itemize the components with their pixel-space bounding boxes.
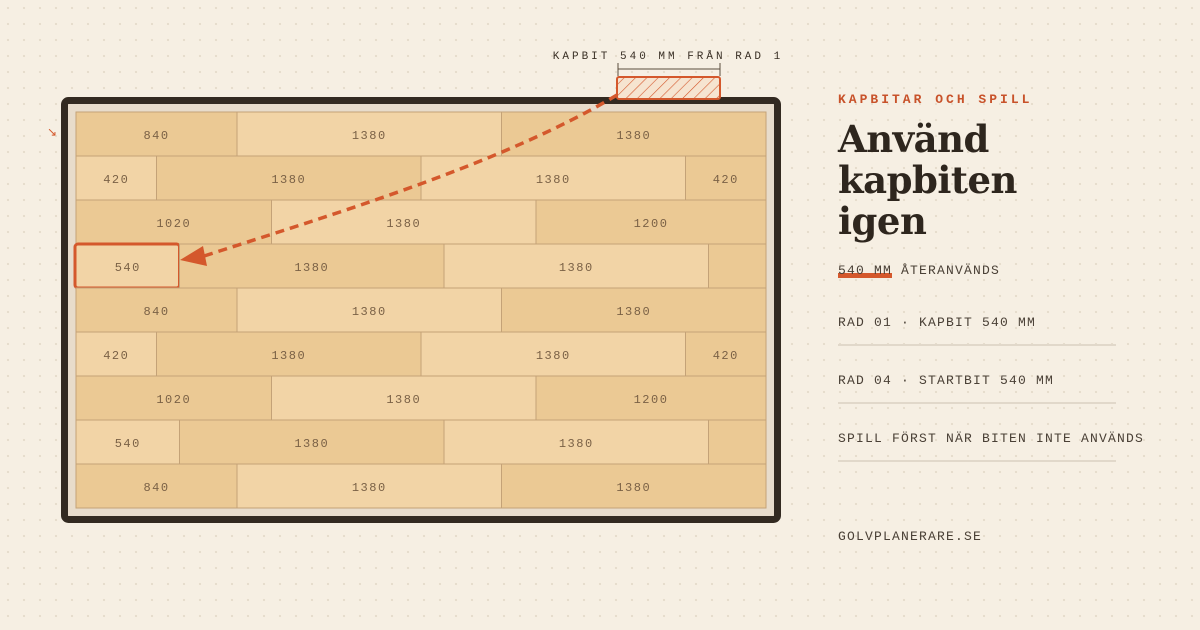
plank	[156, 331, 422, 377]
plank-length-label: 420	[103, 173, 129, 187]
plank-length-label: 1380	[616, 305, 651, 319]
plank-rows: 840 1380 1380 420 1380 1380 420 1020 1380 1200 540…	[73, 111, 767, 509]
row-marker-icon: ↘	[47, 125, 57, 139]
plank-length-label: 1380	[616, 481, 651, 495]
plank	[501, 287, 767, 333]
plank-length-label: 1380	[559, 261, 594, 275]
title-line-2: igen	[838, 199, 927, 243]
plank-length-label: 540	[115, 437, 141, 451]
plank	[685, 155, 767, 201]
plank	[535, 375, 767, 421]
plank-length-label: 1380	[352, 481, 387, 495]
info-panel: KAPBITAR OCH SPILL Använd kapbiten igen …	[838, 92, 1168, 462]
plank	[75, 375, 272, 421]
plank-length-label: 1200	[634, 393, 669, 407]
plank-length-label: 1380	[536, 349, 571, 363]
plank	[271, 199, 537, 245]
plank-length-label: 1380	[294, 261, 329, 275]
list-item: SPILL FÖRST NÄR BITEN INTE ANVÄNDS	[838, 431, 1145, 446]
plank-length-label: 1380	[294, 437, 329, 451]
plank	[535, 199, 767, 245]
plank-length-label: 420	[713, 173, 739, 187]
plank-length-label: 1380	[386, 217, 421, 231]
accent-bar	[838, 273, 892, 278]
plank-length-label: 840	[143, 305, 169, 319]
plank-length-label: 840	[143, 481, 169, 495]
plank-length-label: 1380	[559, 437, 594, 451]
cut-piece-hatched	[616, 76, 721, 100]
plank	[708, 243, 767, 289]
plank-length-label: 1380	[536, 173, 571, 187]
plank-length-label: 1380	[352, 129, 387, 143]
floor-plan-diagram: 840 1380 1380 420 1380 1380 420 1020 1380 1200 540…	[47, 50, 783, 523]
divider	[838, 402, 1116, 404]
cut-piece-label: KAPBIT 540 MM FRÅN RAD 1	[553, 50, 783, 63]
site-url: GOLVPLANERARE.SE	[838, 529, 983, 544]
plank-length-label: 1200	[634, 217, 669, 231]
plank	[75, 199, 272, 245]
plank	[75, 463, 238, 509]
divider	[838, 344, 1116, 346]
plank-length-label: 540	[115, 261, 141, 275]
reuse-stat: 540 MM ÅTERANVÄNDS	[838, 263, 1001, 278]
reuse-arrow-head	[180, 246, 207, 266]
title-line-1: Använd kapbiten	[838, 117, 1017, 202]
plank	[236, 287, 502, 333]
plank	[236, 463, 502, 509]
plank-length-label: 1380	[616, 129, 651, 143]
plank-length-label: 1020	[156, 393, 191, 407]
plank	[420, 331, 686, 377]
plank	[708, 419, 767, 465]
plank	[685, 331, 767, 377]
reuse-arrow-path	[197, 93, 618, 260]
plank-length-label: 420	[103, 349, 129, 363]
plank-length-label: 840	[143, 129, 169, 143]
cut-piece: KAPBIT 540 MM FRÅN RAD 1	[553, 50, 783, 100]
plank	[75, 111, 238, 157]
plank	[443, 419, 709, 465]
plank	[443, 243, 709, 289]
plank	[75, 331, 157, 377]
plank	[271, 375, 537, 421]
list-item: RAD 04 · STARTBIT 540 MM	[838, 373, 1055, 388]
plank-length-label: 1380	[271, 349, 306, 363]
page-title: Använd kapbiten igen	[838, 119, 1168, 242]
plank-length-label: 1020	[156, 217, 191, 231]
eyebrow-label: KAPBITAR OCH SPILL	[838, 92, 1033, 107]
plank	[236, 111, 502, 157]
plank-length-label: 1380	[271, 173, 306, 187]
plank-length-label: 1380	[386, 393, 421, 407]
plank-length-label: 1380	[352, 305, 387, 319]
divider	[838, 460, 1116, 462]
plank	[75, 419, 180, 465]
list-item: RAD 01 · KAPBIT 540 MM	[838, 315, 1037, 330]
plank-length-label: 420	[713, 349, 739, 363]
plank	[501, 463, 767, 509]
